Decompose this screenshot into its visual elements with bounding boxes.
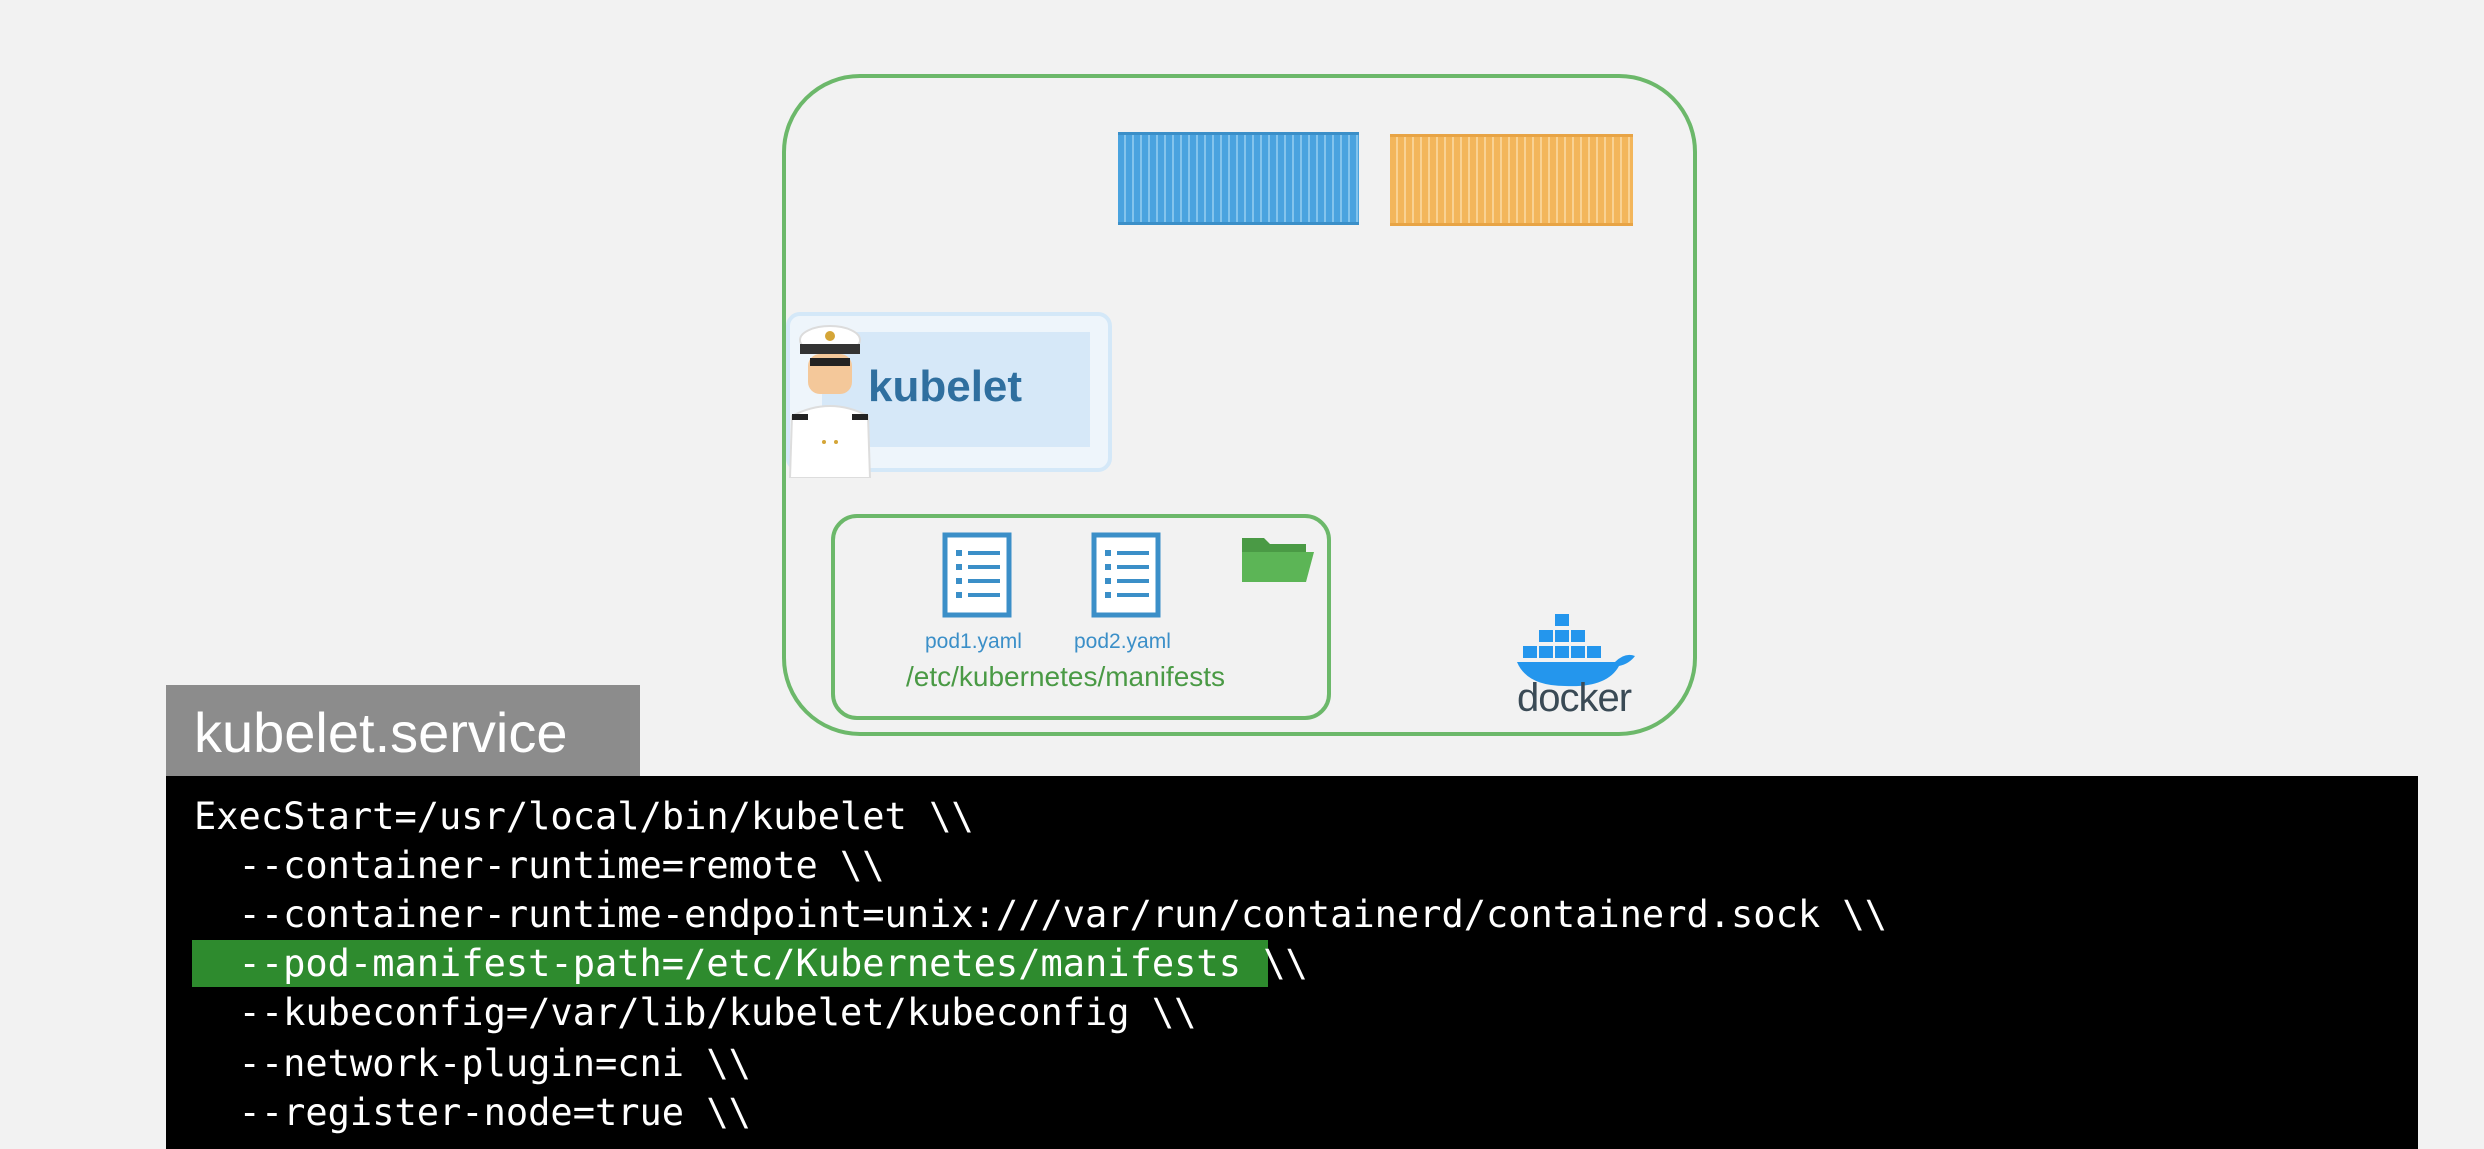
folder-icon — [1242, 538, 1314, 582]
code-line: ExecStart=/usr/local/bin/kubelet \\ — [194, 795, 974, 838]
code-line: --kubeconfig=/var/lib/kubelet/kubeconfig… — [194, 991, 1197, 1034]
code-line: --container-runtime=remote \\ — [194, 844, 885, 887]
yaml-file-icon — [942, 532, 1012, 618]
highlighted-line-background — [192, 940, 1268, 987]
kubelet-label: kubelet — [868, 362, 1023, 411]
code-line: --register-node=true \\ — [194, 1091, 751, 1134]
code-line: --container-runtime-endpoint=unix:///var… — [194, 893, 1887, 936]
pod1-file-label: pod1.yaml — [925, 630, 1022, 653]
docker-whale-icon — [1517, 614, 1635, 687]
worker-node-box — [782, 74, 1697, 736]
service-title: kubelet.service — [194, 701, 568, 764]
code-line-highlighted: --pod-manifest-path=/etc/Kubernetes/mani… — [194, 942, 1308, 985]
docker-logo-text: docker — [1517, 676, 1632, 720]
orange-container-icon — [1390, 134, 1633, 226]
service-title-tab — [166, 685, 640, 777]
pod2-file-label: pod2.yaml — [1074, 630, 1171, 653]
captain-icon — [788, 325, 872, 478]
yaml-file-icon — [1091, 532, 1161, 618]
blue-container-icon — [1118, 132, 1359, 225]
code-line: --network-plugin=cni \\ — [194, 1042, 751, 1085]
manifests-path-label: /etc/kubernetes/manifests — [906, 661, 1226, 692]
manifests-folder-box — [831, 514, 1331, 720]
